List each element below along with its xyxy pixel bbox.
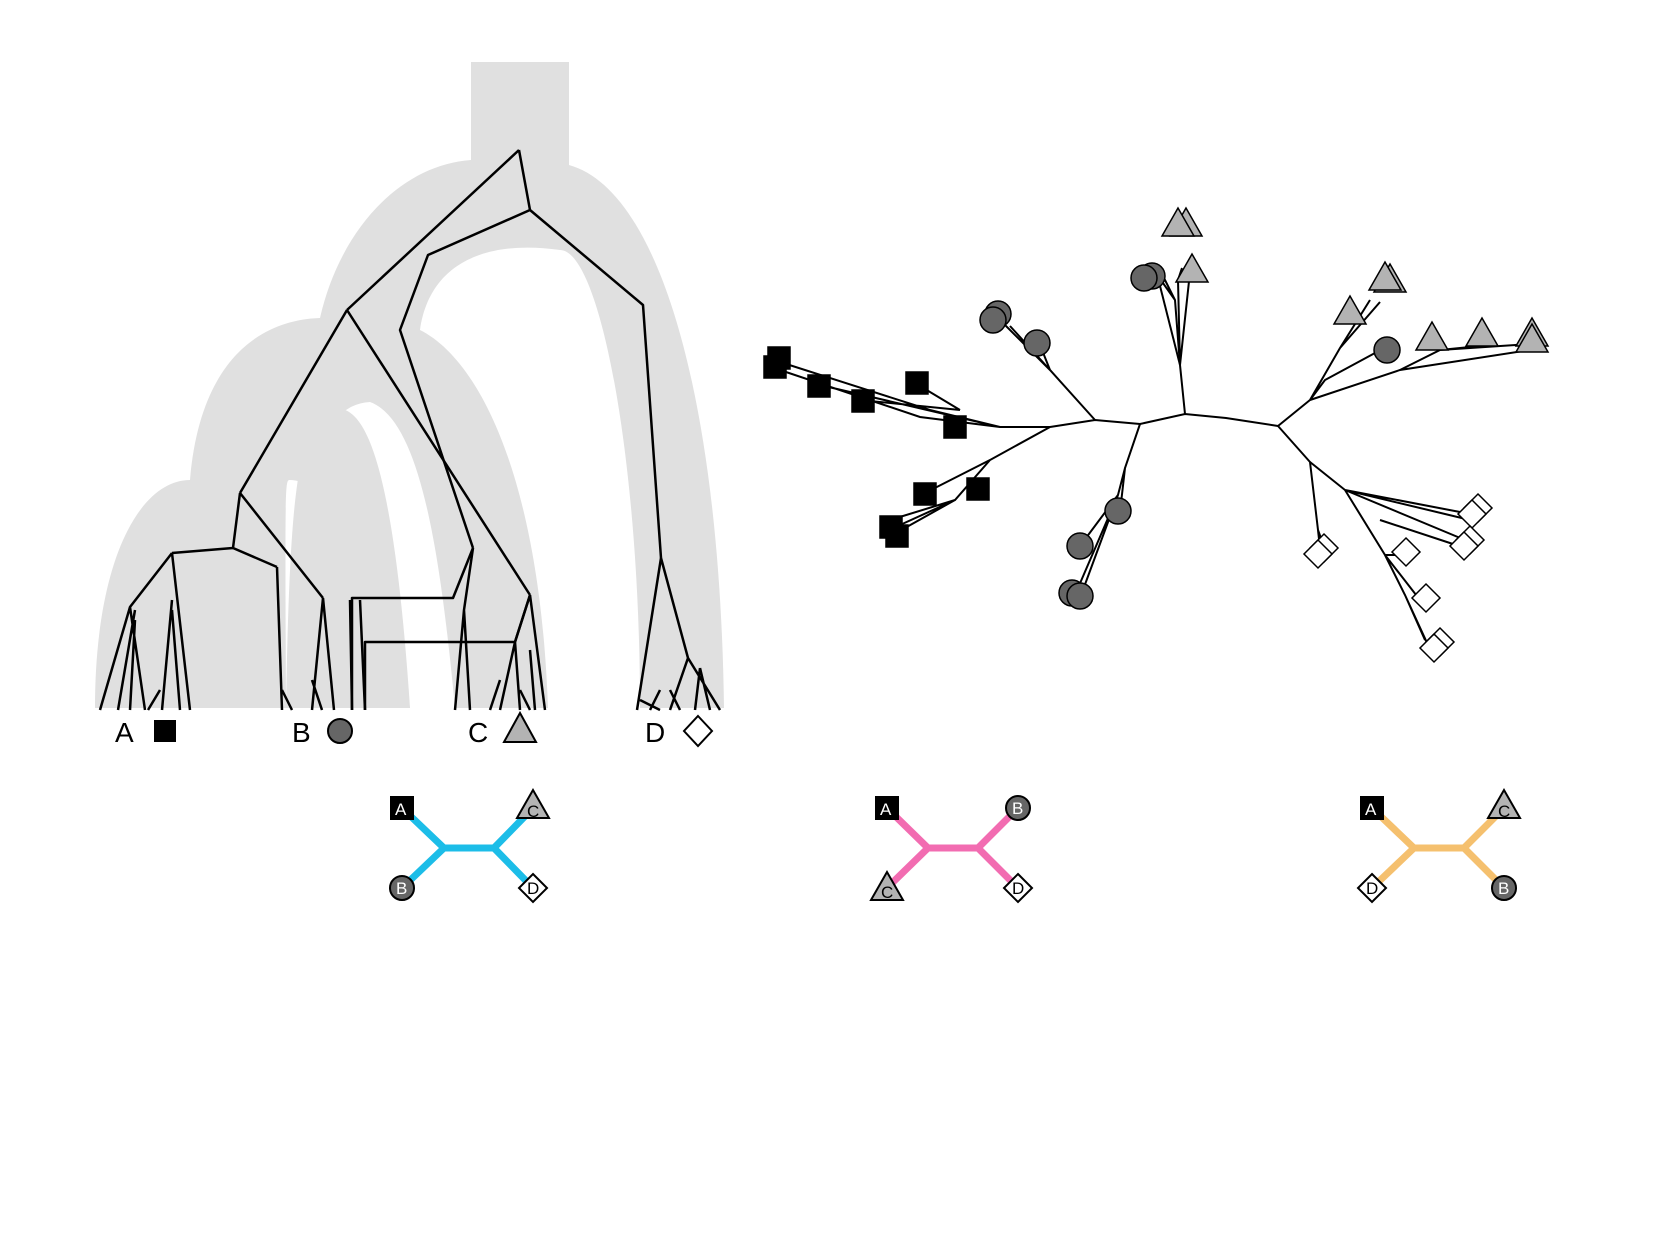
unrooted-markers <box>763 206 1550 664</box>
quartet-ab-cd: A B C D <box>389 787 551 904</box>
gene-a-leaves <box>98 552 192 711</box>
unrooted-backbone <box>1049 412 1279 428</box>
taxon-label-a: A <box>115 717 134 748</box>
diamond-marker-icon <box>1356 872 1388 904</box>
quartet-label: C <box>1498 802 1510 821</box>
triangle-marker-icon <box>1160 206 1196 237</box>
quartet-ac-bd: A C B D <box>869 795 1034 904</box>
circle-marker-icon <box>1491 875 1517 901</box>
square-marker-icon <box>913 482 937 506</box>
diamond-marker-icon <box>1302 538 1334 570</box>
quartet-label: D <box>1012 879 1024 898</box>
quartet-edges <box>398 804 537 892</box>
taxon-label-c: C <box>468 717 488 748</box>
square-marker-icon <box>851 389 875 413</box>
triangle-marker-icon <box>1514 322 1550 353</box>
square-marker-icon <box>885 524 909 548</box>
triangle-marker-icon <box>1332 294 1368 325</box>
circle-marker-icon <box>1130 264 1158 292</box>
gene-b-leaves <box>275 566 367 711</box>
unrooted-circle-clade-lower <box>1074 423 1141 599</box>
quartet-label: A <box>880 800 892 819</box>
circle-marker-icon <box>327 718 353 744</box>
square-marker-icon <box>943 415 967 439</box>
triangle-marker-icon <box>1464 316 1500 347</box>
gene-left-clade <box>171 309 532 599</box>
quartet-label: D <box>1366 879 1378 898</box>
gene-tree <box>98 149 722 712</box>
diamond-marker-icon <box>1448 530 1480 562</box>
gene-root <box>346 149 663 559</box>
quartet-ad-cb: A D C B <box>1356 787 1522 904</box>
envelope-b-c-bridge <box>286 408 410 708</box>
taxon-labels: A B C D <box>115 710 714 748</box>
gene-d-leaves <box>635 557 722 712</box>
diamond-marker-icon <box>1002 872 1034 904</box>
square-marker-icon <box>390 796 414 820</box>
triangle-marker-icon <box>1414 320 1450 351</box>
square-marker-icon <box>905 371 929 395</box>
unrooted-diamond-clade <box>1277 425 1471 646</box>
circle-marker-icon <box>1066 582 1094 610</box>
circle-marker-icon <box>1023 329 1051 357</box>
quartet-label: A <box>1365 800 1377 819</box>
square-marker-icon <box>966 477 990 501</box>
circle-marker-icon <box>1104 497 1132 525</box>
envelope-outer <box>95 160 724 708</box>
square-marker-icon <box>875 796 899 820</box>
quartet-label: B <box>1498 879 1509 898</box>
quartet-label: C <box>527 802 539 821</box>
taxon-label-d: D <box>645 717 665 748</box>
circle-marker-icon <box>979 306 1007 334</box>
unrooted-circle-top <box>1157 277 1181 366</box>
gene-c-leaves <box>453 547 547 711</box>
quartet-label: B <box>1012 799 1023 818</box>
triangle-marker-icon <box>1174 252 1210 283</box>
triangle-marker-icon <box>515 787 551 819</box>
quartet-edges <box>883 804 1022 892</box>
diamond-marker-icon <box>517 872 549 904</box>
circle-marker-icon <box>1005 795 1031 821</box>
circle-marker-icon <box>1066 532 1094 560</box>
quartet-label: B <box>396 879 407 898</box>
quartet-label: C <box>881 883 893 902</box>
triangle-marker-icon <box>502 710 538 743</box>
unrooted-triangle-clade-right <box>1277 299 1531 427</box>
square-marker-icon <box>763 355 787 379</box>
diamond-marker-icon <box>682 714 714 748</box>
square-marker-icon <box>807 374 831 398</box>
circle-marker-icon <box>389 875 415 901</box>
triangle-marker-icon <box>1367 260 1403 291</box>
unrooted-triangle-clade-top <box>1157 267 1191 415</box>
quartet-label: D <box>527 879 539 898</box>
diamond-marker-icon <box>1418 632 1450 664</box>
triangle-marker-icon <box>869 869 905 901</box>
taxon-label-b: B <box>292 717 311 748</box>
diamond-marker-icon <box>1410 582 1442 614</box>
square-marker-icon <box>1360 796 1384 820</box>
circle-marker-icon <box>1373 336 1401 364</box>
unrooted-gene-tree <box>779 267 1531 646</box>
diamond-marker-icon <box>1390 536 1422 568</box>
quartet-label: A <box>395 800 407 819</box>
species-tree-envelope <box>95 62 724 708</box>
triangle-marker-icon <box>1486 787 1522 819</box>
square-marker-icon <box>154 720 176 742</box>
quartet-edges <box>1368 804 1508 892</box>
